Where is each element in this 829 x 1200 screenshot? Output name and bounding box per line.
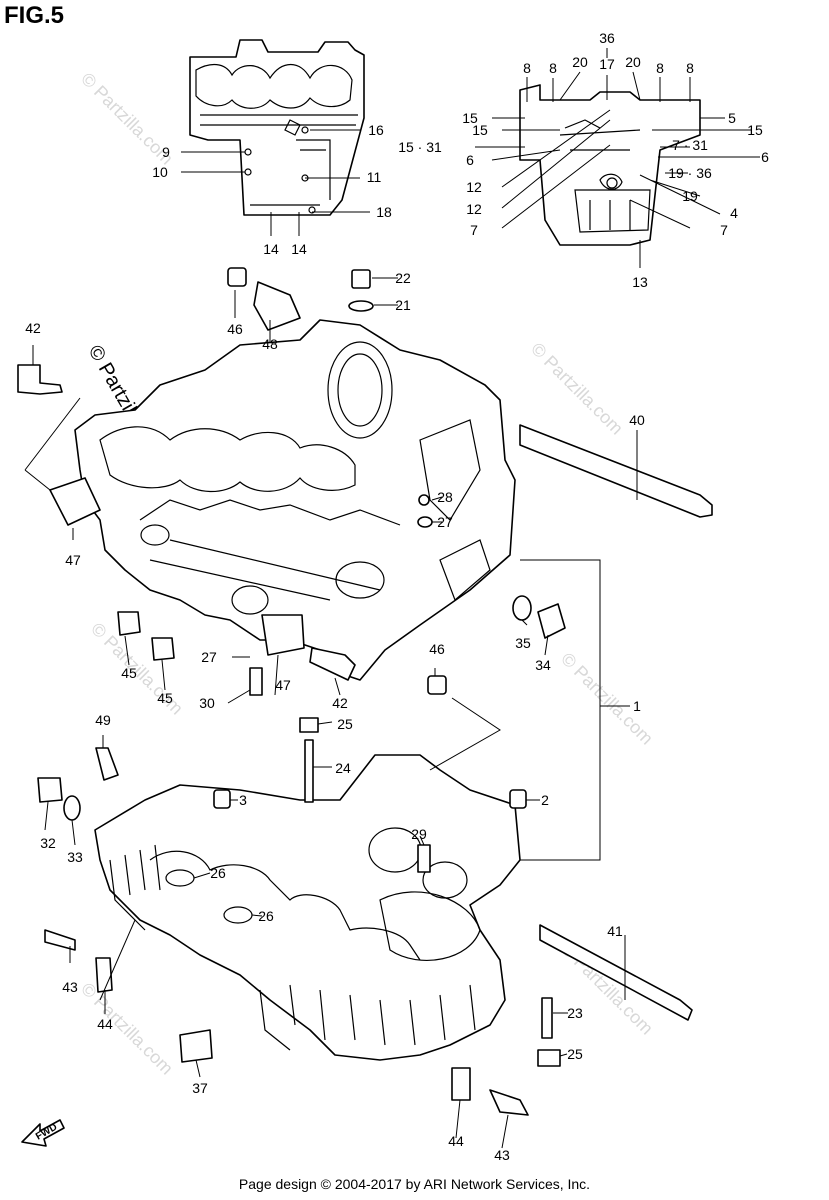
callout-label: 46: [227, 321, 243, 337]
callout-label: 49: [95, 712, 111, 728]
callout-label: 47: [275, 677, 291, 693]
callout-label: 15: [472, 122, 488, 138]
callout-label: 13: [632, 274, 648, 290]
callout-label: 7: [720, 222, 728, 238]
callout-label: 41: [607, 923, 623, 939]
watermark-text-5: © Partzilla.com: [77, 979, 177, 1079]
callout-label: 47: [65, 552, 81, 568]
callout-label: 16: [368, 122, 384, 138]
callout-label: 25: [567, 1046, 583, 1062]
inset-upper-case: [189, 39, 365, 216]
callout-label: 42: [25, 320, 41, 336]
watermark-text-2: © Partzilla.com: [527, 339, 627, 439]
callout-label: 20: [572, 54, 588, 70]
callout-label: 30: [199, 695, 215, 711]
callout-label: 19 · 36: [668, 165, 712, 181]
leader-lines: [24, 48, 760, 1149]
callout-label: 46: [429, 641, 445, 657]
callout-label: 14: [291, 241, 307, 257]
callout-label: 5: [728, 110, 736, 126]
callout-label: 8: [523, 60, 531, 76]
callout-label: 15: [462, 110, 478, 126]
callout-label: 15: [747, 122, 763, 138]
callout-label: 8: [656, 60, 664, 76]
callout-label: 6: [466, 152, 474, 168]
fwd-arrow-icon: FWD: [21, 1119, 65, 1147]
inset-lower-case-bolts: [519, 84, 701, 246]
callout-label: 14: [263, 241, 279, 257]
callout-label: 21: [395, 297, 411, 313]
callout-label: 37: [192, 1080, 208, 1096]
callout-label: 4: [730, 205, 738, 221]
callout-label: 29: [411, 826, 427, 842]
callout-label: 15 · 31: [398, 139, 442, 155]
fwd-label: FWD: [34, 1122, 59, 1143]
callout-label: 26: [210, 865, 226, 881]
callout-label: 45: [121, 665, 137, 681]
callout-label: 8: [549, 60, 557, 76]
callout-label: 18: [376, 204, 392, 220]
callout-label: 7: [470, 222, 478, 238]
callout-label: 20: [625, 54, 641, 70]
callout-label: 6: [761, 149, 769, 165]
callout-label: 9: [162, 144, 170, 160]
callout-label: 28: [437, 489, 453, 505]
callout-label: 3: [239, 792, 247, 808]
callout-label: 10: [152, 164, 168, 180]
watermark-text-4: © Partzilla.com: [557, 649, 657, 749]
callout-label: 8: [686, 60, 694, 76]
callout-label: 40: [629, 412, 645, 428]
callout-label: 1: [633, 698, 641, 714]
page-footer: Page design © 2004-2017 by ARI Network S…: [238, 1176, 591, 1192]
callout-label: 43: [62, 979, 78, 995]
callout-label: 11: [367, 169, 382, 185]
callout-label: 34: [535, 657, 551, 673]
lower-crankcase: [94, 754, 521, 1061]
small-parts: [17, 267, 713, 1116]
callout-label: 32: [40, 835, 56, 851]
callout-label: 27: [201, 649, 217, 665]
callout-label: 24: [335, 760, 351, 776]
callout-label: 43: [494, 1147, 510, 1163]
callout-label: 44: [448, 1133, 464, 1149]
callout-label: 44: [97, 1016, 113, 1032]
callout-label: 45: [157, 690, 173, 706]
callout-label: 25: [337, 716, 353, 732]
callout-label: 19: [682, 188, 698, 204]
callout-label: 26: [258, 908, 274, 924]
callout-label: 12: [466, 201, 482, 217]
callout-label: 48: [262, 336, 278, 352]
callout-label: 42: [332, 695, 348, 711]
callout-label: 35: [515, 635, 531, 651]
callout-label: 7 · 31: [672, 137, 708, 153]
callout-label: 22: [395, 270, 411, 286]
callout-label: 17: [599, 56, 615, 72]
callout-label: 36: [599, 30, 615, 46]
figure-title: FIG.5: [4, 2, 65, 29]
callout-label: 27: [437, 514, 453, 530]
callout-label: 2: [541, 792, 549, 808]
callout-label: 23: [567, 1005, 583, 1021]
callout-label: 33: [67, 849, 83, 865]
upper-crankcase: [74, 319, 516, 681]
callout-label: 12: [466, 179, 482, 195]
